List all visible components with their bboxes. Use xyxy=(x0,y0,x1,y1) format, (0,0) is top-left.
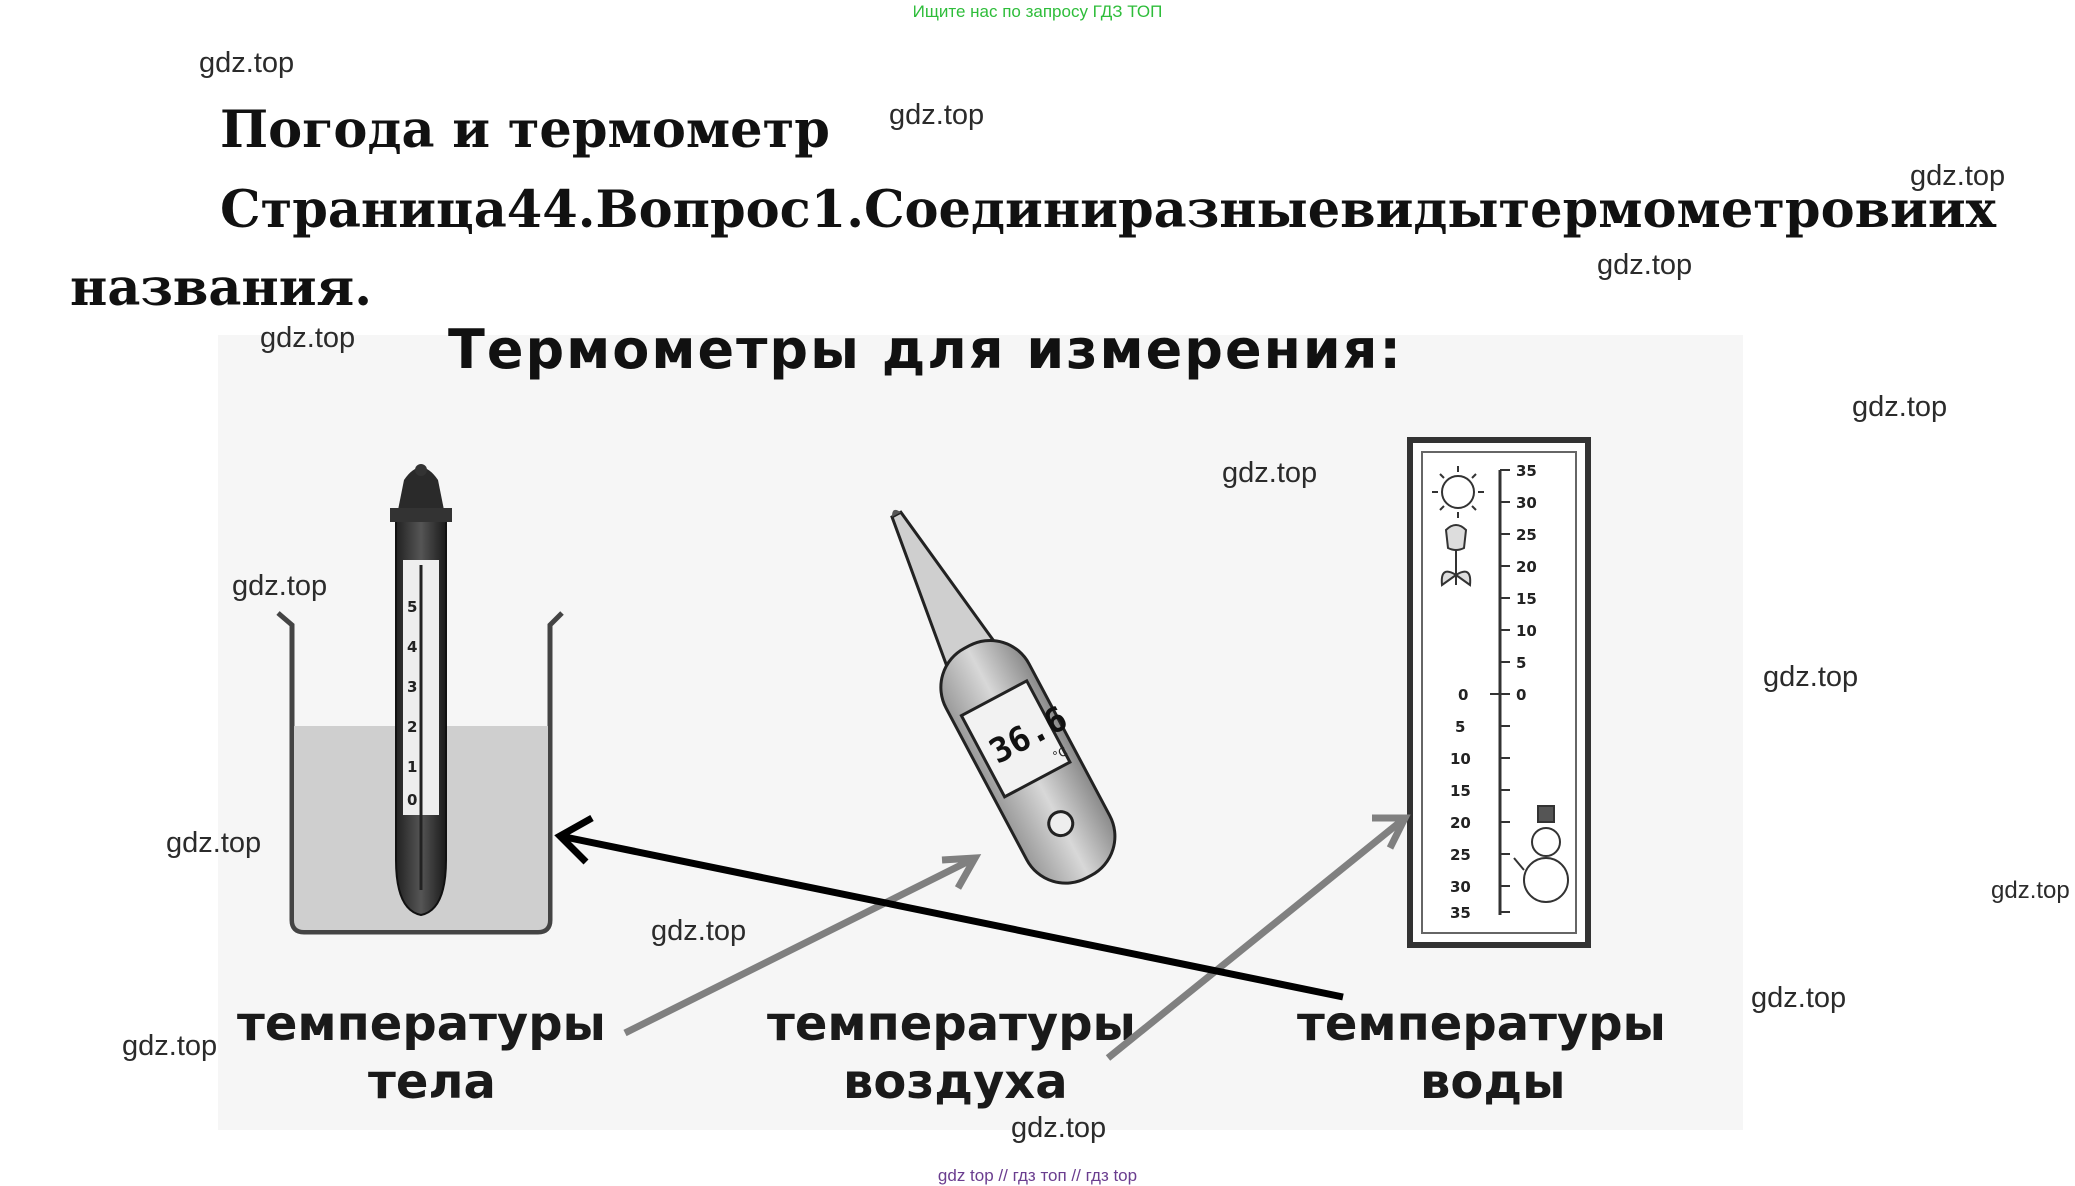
lcd-unit: °C xyxy=(1050,744,1069,763)
question-text-continuation: названия. xyxy=(70,258,372,318)
scale-label: 20 xyxy=(1516,558,1537,576)
watermark: gdz.top xyxy=(1222,457,1318,489)
question-word: Вопрос xyxy=(595,180,811,240)
scale-label: 10 xyxy=(1516,622,1537,640)
watermark: gdz.top xyxy=(1991,877,2070,904)
page-title: Погода и термометр xyxy=(220,100,830,160)
label-line: воды xyxy=(1420,1054,1566,1110)
question-word: Соедини xyxy=(863,180,1118,240)
watermark: gdz.top xyxy=(651,915,747,947)
label-water: температуры воды xyxy=(1297,996,1666,1110)
scale-label-left: 25 xyxy=(1450,846,1471,864)
scale-label-left: 10 xyxy=(1450,750,1471,768)
watermark: gdz.top xyxy=(232,570,328,602)
arrow-air-to-wall xyxy=(1105,815,1408,1061)
scale-label: 5 xyxy=(1516,654,1526,672)
question-word: Страница xyxy=(220,180,507,240)
question-word: и xyxy=(1890,180,1928,240)
question-word: их xyxy=(1927,180,1997,240)
watermark: gdz.top xyxy=(1597,249,1693,281)
scale-label: 30 xyxy=(1516,494,1537,512)
label-line: температуры xyxy=(1297,996,1666,1052)
arrow-water-to-beaker xyxy=(559,832,1344,1001)
watermark: gdz.top xyxy=(1763,661,1859,693)
watermark: gdz.top xyxy=(1011,1112,1107,1144)
question-word: 1. xyxy=(810,180,864,240)
beaker-scale-label: 2 xyxy=(407,718,417,736)
water-thermometer: 5 4 3 2 1 0 xyxy=(276,464,564,935)
beaker-scale-label: 4 xyxy=(407,638,417,656)
label-line: воздуха xyxy=(843,1054,1068,1110)
arrow-head xyxy=(1372,814,1411,850)
top-banner[interactable]: Ищите нас по запросу ГДЗ ТОП xyxy=(912,2,1163,21)
scale-label-left: 30 xyxy=(1450,878,1471,896)
scale-label: 35 xyxy=(1516,462,1537,480)
arrow-body-to-air xyxy=(623,854,977,1037)
power-button-icon xyxy=(1047,810,1075,838)
watermark: gdz.top xyxy=(166,827,262,859)
beaker-scale-label: 1 xyxy=(407,758,417,776)
question-text-line: Страница 44. Вопрос 1. Соедини разные ви… xyxy=(220,180,1996,240)
connection-arrows xyxy=(554,814,1411,1061)
scale-label-left: 15 xyxy=(1450,782,1471,800)
watermark: gdz.top xyxy=(1852,391,1948,423)
question-word: виды xyxy=(1340,180,1499,240)
scale-label: 0 xyxy=(1516,686,1526,704)
watermark: gdz.top xyxy=(1910,160,2006,192)
watermark: gdz.top xyxy=(199,47,295,79)
snowman-icon xyxy=(1513,805,1569,903)
beaker-scale-label: 3 xyxy=(407,678,417,696)
watermark: gdz.top xyxy=(1751,982,1847,1014)
label-air: температуры воздуха xyxy=(767,996,1136,1110)
scale-label-left: 35 xyxy=(1450,904,1471,922)
sun-icon xyxy=(1432,466,1484,518)
figure-title: Термометры для измерения: xyxy=(448,318,1403,381)
footer-links[interactable]: gdz top // гдз топ // гдз top xyxy=(937,1166,1138,1185)
scale-label: 25 xyxy=(1516,526,1537,544)
scale-label-left: 0 xyxy=(1458,686,1468,704)
watermark: gdz.top xyxy=(889,99,985,131)
scale-label: 15 xyxy=(1516,590,1537,608)
arrow-head xyxy=(554,814,594,865)
digital-thermometer: 36.6 °C xyxy=(890,509,1117,885)
label-line: температуры xyxy=(767,996,1136,1052)
watermark: gdz.top xyxy=(260,322,356,354)
scale-label-left: 5 xyxy=(1455,718,1465,736)
question-word: 44. xyxy=(506,180,596,240)
beaker-scale-label: 0 xyxy=(407,791,417,809)
scale-label-left: 20 xyxy=(1450,814,1471,832)
beaker-scale-label: 5 xyxy=(407,598,417,616)
question-word: разные xyxy=(1117,180,1341,240)
arrow-head xyxy=(941,854,982,890)
label-line: температуры xyxy=(237,996,606,1052)
wall-thermometer: 35 30 25 20 15 10 5 0 0 5 10 15 20 25 30… xyxy=(1407,437,1591,948)
flower-icon xyxy=(1440,524,1472,587)
watermark: gdz.top xyxy=(122,1030,218,1062)
label-body: температуры тела xyxy=(237,996,606,1110)
label-line: тела xyxy=(368,1054,496,1110)
question-word: термометров xyxy=(1498,180,1891,240)
